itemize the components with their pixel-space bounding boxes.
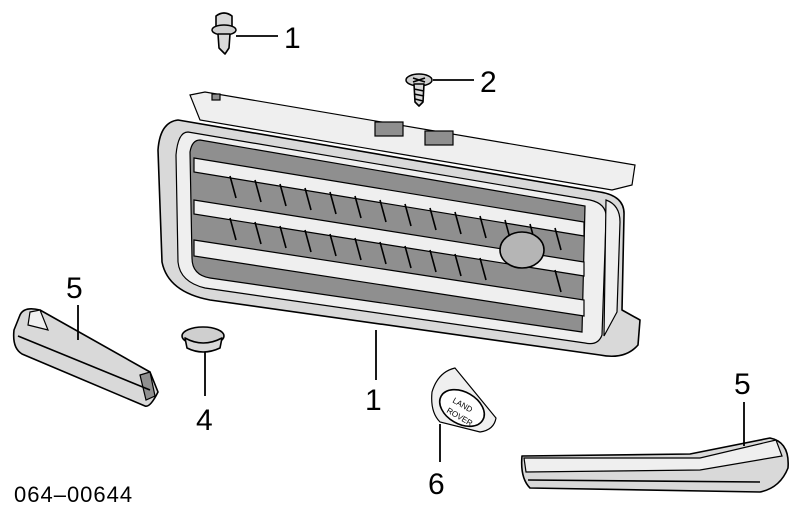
reference-code: 064–00644 [14, 482, 133, 507]
callout-5-right: 5 [734, 368, 751, 401]
trim-strip-right-part-5 [520, 402, 789, 493]
callout-5-left: 5 [66, 272, 83, 305]
screw-part-2 [405, 73, 474, 107]
callout-2: 2 [480, 66, 497, 99]
badge-mount-boss [499, 231, 545, 269]
callout-3: 1 [284, 22, 301, 55]
callout-1: 1 [365, 384, 382, 417]
lower-fins [229, 217, 562, 293]
clip-part-3 [211, 12, 278, 55]
grommet-part-4 [181, 326, 225, 396]
grille-part-1 [157, 91, 641, 358]
badge-part-6: LAND ROVER [431, 367, 497, 462]
trim-strip-left-part-5 [12, 305, 159, 408]
callout-4: 4 [196, 404, 213, 437]
callout-6: 6 [428, 468, 445, 501]
